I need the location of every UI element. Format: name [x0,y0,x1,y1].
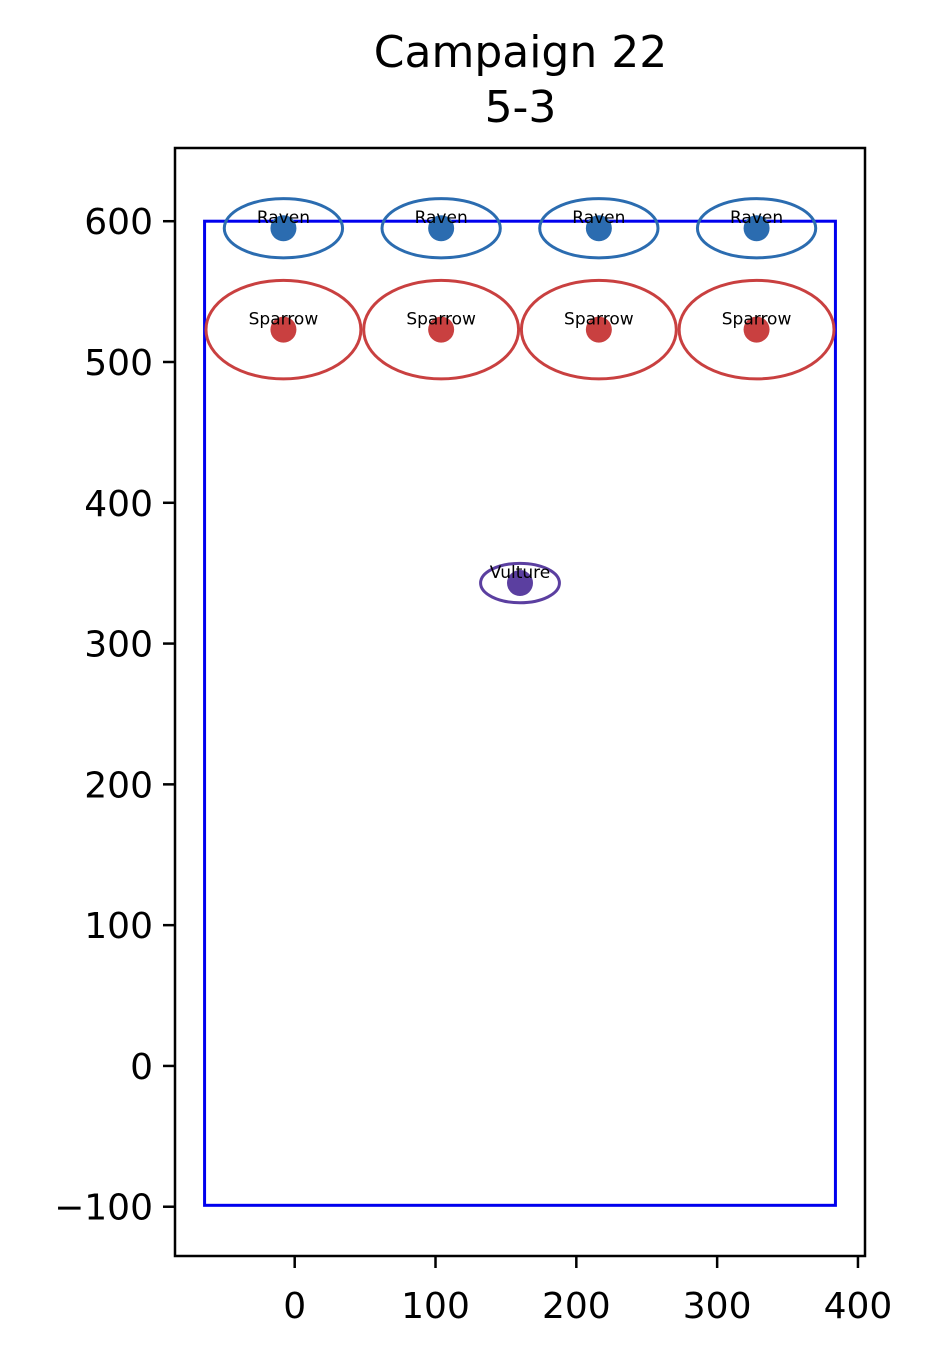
range-ellipse-sparrow [519,278,678,381]
point-label: Raven [257,208,310,228]
point-label: Sparrow [564,310,634,330]
point-raven [585,215,612,242]
point-sparrow [743,316,770,343]
point-sparrow [428,316,455,343]
point-sparrow [585,316,612,343]
chart-subtitle: 5-3 [484,82,557,133]
range-ellipse-raven [695,197,818,260]
point-label: Vulture [490,563,551,583]
x-tick-label: 400 [824,1286,893,1327]
point-label: Raven [415,208,468,228]
boundary-layer [203,219,837,1207]
x-tick-label: 200 [542,1286,611,1327]
y-tick-label: 600 [84,202,153,243]
point-label: Raven [730,208,783,228]
y-tick-label: 100 [84,906,153,947]
point-sparrow [270,316,297,343]
point-label: Sparrow [249,310,319,330]
y-tick-label: 400 [84,484,153,525]
range-ellipse-sparrow [204,278,363,381]
range-ellipse-raven [380,197,502,260]
chart-title: Campaign 22 [373,27,668,78]
range-ellipse-sparrow [677,278,836,381]
range-ellipse-vulture [479,561,561,605]
point-vulture [507,570,533,597]
x-tick-label: 0 [283,1286,306,1327]
x-tick-label: 300 [683,1286,752,1327]
axes-layer: 0 100 200 300 400 −100 0 100 200 300 400 500 600 [54,202,892,1327]
y-tick-label: 0 [130,1047,153,1088]
range-ellipse-raven [222,197,345,260]
y-tick-label: 200 [84,765,153,806]
point-label: Sparrow [406,310,476,330]
point-raven [428,215,455,242]
point-raven [270,215,297,242]
y-tick-label: −100 [54,1188,153,1229]
point-raven [743,215,770,242]
plot-frame [173,146,867,1258]
range-ellipse-raven [538,197,660,260]
range-ellipse-sparrow [362,278,521,381]
boundary-rect [203,219,837,1207]
x-tick-label: 100 [401,1286,470,1327]
y-tick-label: 300 [84,625,153,666]
point-label: Raven [572,208,625,228]
y-tick-label: 500 [84,343,153,384]
point-label: Sparrow [722,310,792,330]
